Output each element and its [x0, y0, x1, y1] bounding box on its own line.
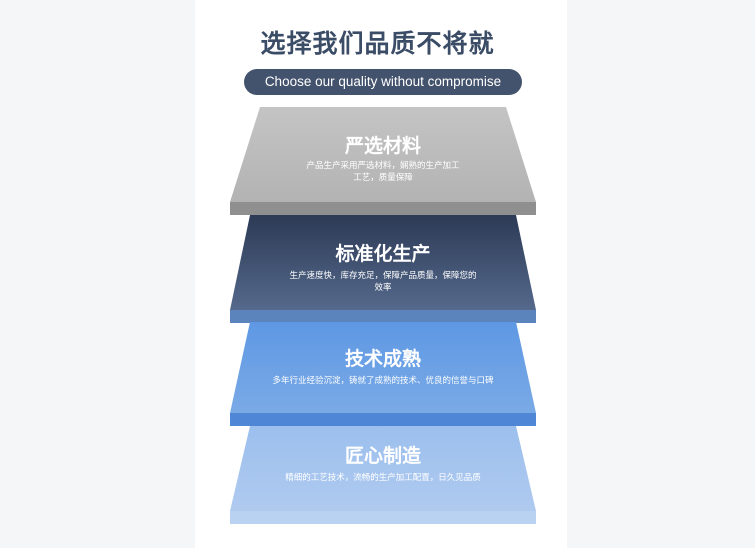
layer-strict-materials: 严选材料 产品生产采用严选材料，娴熟的生产加工工艺，质量保障	[230, 107, 536, 215]
layer-description: 产品生产采用严选材料，娴熟的生产加工工艺，质量保障	[306, 161, 460, 183]
layer-standardized-production: 标准化生产 生产速度快，库存充足，保障产品质量，保障您的效率	[230, 215, 536, 323]
layer-description: 精细的工艺技术，流畅的生产加工配置，日久见品质	[285, 473, 481, 483]
layer-title: 严选材料	[344, 135, 421, 157]
subtitle-badge: Choose our quality without compromise	[244, 69, 522, 95]
layer-mature-technology: 技术成熟 多年行业经验沉淀，铸就了成熟的技术、优良的信誉与口碑	[230, 322, 536, 426]
layer-description: 生产速度快，库存充足，保障产品质量，保障您的效率	[289, 271, 477, 293]
layer-shape	[230, 215, 536, 323]
layer-title: 匠心制造	[344, 445, 421, 467]
page-title: 选择我们品质不将就	[260, 29, 495, 58]
layer-title: 标准化生产	[335, 243, 431, 265]
layer-shape	[230, 322, 536, 426]
layer-craftsmanship: 匠心制造 精细的工艺技术，流畅的生产加工配置，日久见品质	[230, 426, 536, 524]
layer-title: 技术成熟	[344, 348, 421, 370]
layer-shape	[230, 107, 536, 215]
layer-description: 多年行业经验沉淀，铸就了成熟的技术、优良的信誉与口碑	[272, 376, 494, 386]
layer-shape	[230, 426, 536, 524]
